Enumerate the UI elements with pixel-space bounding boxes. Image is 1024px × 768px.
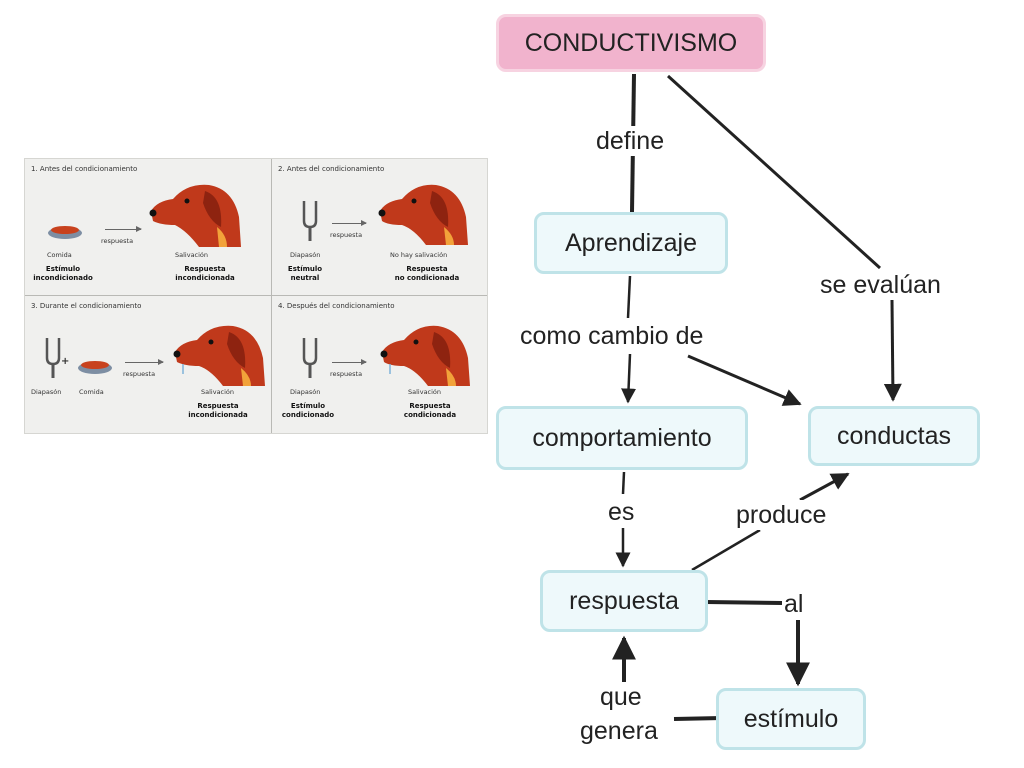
link-label-como-cambio-de: como cambio de <box>518 321 706 351</box>
food-bowl-icon <box>78 361 112 374</box>
panel-divider-vertical <box>271 159 272 433</box>
dog-head-icon <box>380 325 470 386</box>
node-aprendizaje: Aprendizaje <box>534 212 728 274</box>
food-label: Comida <box>79 388 104 396</box>
dog-head-icon <box>378 184 468 245</box>
arrow-label: respuesta <box>101 237 134 245</box>
link-label-produce: produce <box>734 500 829 530</box>
arrow-label: respuesta <box>330 370 363 378</box>
link-root-se-evaluan <box>666 74 882 270</box>
link-respuesta-al <box>705 600 783 605</box>
response-type: Respuesta incondicionada <box>175 265 235 282</box>
dog-head-icon <box>149 184 241 247</box>
quadrant-before-neutral: 2. Antes del condicionamiento Diapasón r… <box>272 159 487 295</box>
result-label: Salivación <box>201 388 235 396</box>
tuning-fork-icon <box>302 201 318 241</box>
link-como-cambio-comportamiento <box>621 353 637 404</box>
link-aprendizaje-como-cambio <box>626 275 632 319</box>
node-conductivismo: CONDUCTIVISMO <box>496 14 766 72</box>
quadrant-during-conditioning: 3. Durante el condicionamiento + Diapasó… <box>25 296 271 432</box>
node-estimulo: estímulo <box>716 688 866 750</box>
arrow-label: respuesta <box>330 231 363 239</box>
stimulus-type: Estímulo incondicionado <box>33 265 93 282</box>
tuning-fork-icon <box>45 338 61 378</box>
arrow-icon <box>125 359 164 365</box>
link-respuesta-produce <box>691 528 761 572</box>
quadrant-title: 4. Después del condicionamiento <box>278 302 395 310</box>
response-type: Respuesta incondicionada <box>188 402 248 419</box>
quadrant-title: 1. Antes del condicionamiento <box>31 165 138 173</box>
food-label: Comida <box>47 251 72 259</box>
stimulus-type: Estímulo neutral <box>287 265 323 282</box>
link-se-evaluan-conductas <box>883 299 902 402</box>
link-como-cambio-conductas <box>687 354 802 406</box>
dog-head-icon <box>173 325 265 386</box>
result-label: Salivación <box>175 251 209 259</box>
result-label: No hay salivación <box>390 251 448 259</box>
panel-divider-horizontal <box>25 295 487 296</box>
link-label-genera: genera <box>578 716 660 746</box>
tuning-fork-icon <box>302 338 318 378</box>
node-comportamiento: comportamiento <box>496 406 748 470</box>
link-label-define: define <box>594 126 667 156</box>
quadrant-before-unconditioned: 1. Antes del condicionamiento Comida res… <box>25 159 271 295</box>
link-comportamiento-es <box>621 471 626 495</box>
response-type: Respuesta condicionada <box>403 402 457 419</box>
stimulus-type: Estímulo condicionado <box>281 402 335 419</box>
node-conductas: conductas <box>808 406 980 466</box>
arrow-icon <box>105 226 142 232</box>
result-label: Salivación <box>408 388 442 396</box>
arrow-label: respuesta <box>123 370 156 378</box>
link-produce-conductas <box>799 472 850 502</box>
fork-label: Diapasón <box>290 251 321 259</box>
quadrant-title: 2. Antes del condicionamiento <box>278 165 385 173</box>
link-label-se-evaluan: se evalúan <box>818 270 943 300</box>
link-label-que: que <box>598 682 644 712</box>
quadrant-after-conditioning: 4. Después del condicionamiento Diapasón… <box>272 296 487 433</box>
arrow-icon <box>332 359 367 365</box>
link-label-es: es <box>606 497 637 527</box>
arrow-icon <box>332 220 367 226</box>
response-type: Respuesta no condicionada <box>394 265 460 282</box>
node-respuesta: respuesta <box>540 570 708 632</box>
link-label-al: al <box>782 589 806 619</box>
pavlov-conditioning-figure: 1. Antes del condicionamiento Comida res… <box>24 158 488 434</box>
food-bowl-icon <box>48 226 82 239</box>
quadrant-title: 3. Durante el condicionamiento <box>31 302 142 310</box>
plus-icon: + <box>61 356 70 367</box>
link-estimulo-que-genera <box>673 716 723 721</box>
fork-label: Diapasón <box>290 388 321 396</box>
fork-label: Diapasón <box>31 388 62 396</box>
